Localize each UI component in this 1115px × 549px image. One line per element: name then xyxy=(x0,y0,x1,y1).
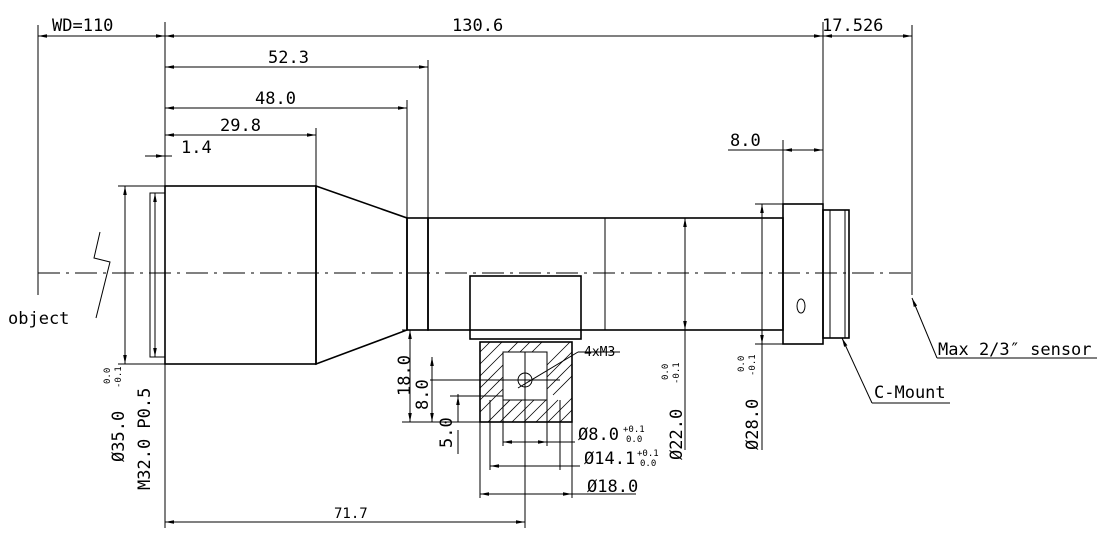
diameter-dimensions: Ø35.0 M32.0 P0.5 0.0 -0.1 Ø22.0 0.0 -0.1… xyxy=(103,185,783,490)
bottom-dimension: 71.7 xyxy=(164,364,526,528)
d14-tol-lower: 0.0 xyxy=(640,459,656,469)
front-barrel xyxy=(164,185,317,365)
screw-leader xyxy=(517,351,579,389)
mounting-section xyxy=(430,341,620,423)
wd-label: WD=110 xyxy=(52,16,113,36)
d28-tol-lower: -0.1 xyxy=(748,354,758,376)
mount-dimensions: 18.0 8.0 5.0 Ø8.0 +0.1 0.0 Ø14.1 +0.1 0.… xyxy=(395,329,659,498)
d8-tol-upper: +0.1 xyxy=(623,425,645,435)
collar xyxy=(406,217,429,331)
len-1-4-label: 1.4 xyxy=(181,138,212,158)
m32-label: M32.0 P0.5 xyxy=(135,388,155,490)
len-48-label: 48.0 xyxy=(255,89,296,109)
height-18-label: 18.0 xyxy=(395,355,415,396)
len-8-label: 8.0 xyxy=(730,131,761,151)
d14-label: Ø14.1 xyxy=(584,449,635,469)
break-mark xyxy=(93,231,111,319)
total-length-label: 130.6 xyxy=(452,16,503,36)
mounting-block xyxy=(469,275,582,340)
lens-body xyxy=(149,184,850,366)
len-71-label: 71.7 xyxy=(334,506,368,522)
sensor-label: Max 2/3″ sensor xyxy=(938,340,1092,360)
c-mount-thread xyxy=(822,209,850,339)
d8-label: Ø8.0 xyxy=(578,425,619,445)
d35-tol-lower: -0.1 xyxy=(114,366,124,388)
object-label: object xyxy=(8,309,69,329)
front-filter-ring xyxy=(149,192,166,358)
top-dimensions: WD=110 130.6 17.526 52.3 48.0 29.8 1.4 8… xyxy=(38,16,912,218)
d22-tol-upper: 0.0 xyxy=(661,364,671,380)
d18-label: Ø18.0 xyxy=(587,477,638,497)
d28-tol-upper: 0.0 xyxy=(737,356,747,372)
len-52-label: 52.3 xyxy=(268,48,309,68)
mount-leader xyxy=(841,337,873,404)
d35-label: Ø35.0 xyxy=(109,411,129,462)
d22-label: Ø22.0 xyxy=(667,409,687,460)
d28-label: Ø28.0 xyxy=(743,399,763,450)
d14-tol-upper: +0.1 xyxy=(637,449,659,459)
sensor-leader xyxy=(911,297,938,359)
d35-tol-upper: 0.0 xyxy=(103,368,113,384)
set-screw xyxy=(796,298,806,314)
mount-ring xyxy=(782,203,824,345)
callouts: object Max 2/3″ sensor C-Mount xyxy=(8,297,1097,404)
len-29-label: 29.8 xyxy=(220,116,261,136)
tapered-section xyxy=(315,184,408,366)
d8-tol-lower: 0.0 xyxy=(626,435,642,445)
flange-distance-label: 17.526 xyxy=(822,16,883,36)
d22-tol-lower: -0.1 xyxy=(672,362,682,384)
screws-label: 4xM3 xyxy=(584,345,615,360)
mount-label: C-Mount xyxy=(874,383,946,403)
height-8-label: 8.0 xyxy=(413,379,433,410)
height-5-label: 5.0 xyxy=(437,417,457,448)
mount-section-outline xyxy=(479,341,573,423)
